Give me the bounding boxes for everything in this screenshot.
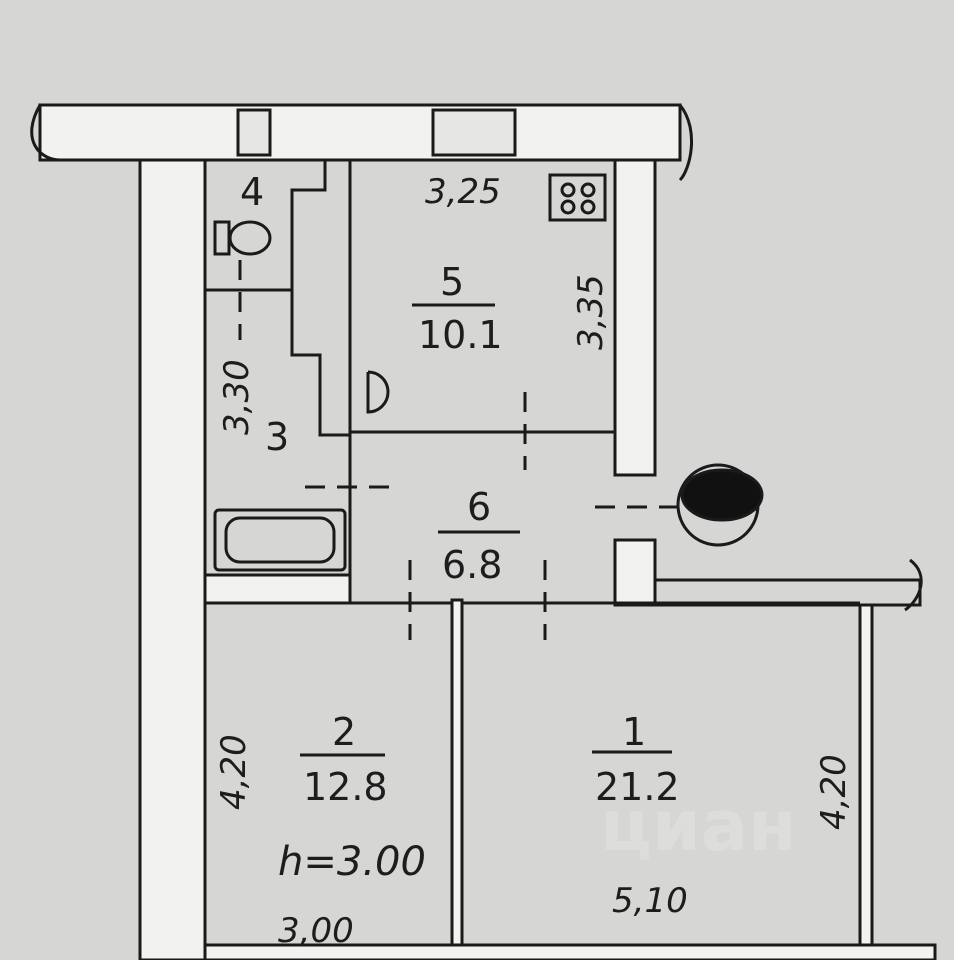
bath-partition [290,160,352,600]
room-6-number: 6 [467,485,491,529]
bathtub-icon [213,508,347,572]
top-exterior-wall [38,103,682,162]
break-lines [30,104,923,612]
kitchen-length: 3,35 [571,274,611,350]
bath-bottom-wall [203,573,352,605]
room-2-length: 4,20 [214,734,254,810]
hall-length: 3,30 [217,359,257,435]
room-2-area: 12.8 [303,765,388,809]
window-bathroom [236,108,272,157]
sink-icon [366,370,390,414]
room-1-width: 5,10 [612,881,688,921]
ceiling-height: h=3.00 [278,839,426,885]
room-5-number: 5 [440,260,464,304]
walls [38,103,937,960]
window-kitchen [431,108,517,157]
room-1-number: 1 [622,710,646,754]
room-2-number: 2 [332,710,356,754]
stair-wall [613,538,657,607]
room-divider-wall [450,598,464,960]
room-4-number: 4 [240,170,264,214]
room-6-area: 6.8 [442,543,502,587]
room-5-area: 10.1 [418,313,503,357]
left-exterior-wall [138,158,207,960]
kitchen-right-wall [613,158,657,477]
kitchen-width: 3,25 [425,172,501,212]
room-3-number: 3 [265,415,289,459]
room-1-length: 4,20 [814,754,854,830]
room1-right-wall [858,603,874,960]
watermark: циан [600,785,797,867]
stove-icon [548,173,607,222]
room-1-area: 21.2 [595,765,680,809]
stove-burner [560,182,576,198]
bottom-wall [203,943,937,960]
room-2-width: 3,00 [278,911,354,951]
